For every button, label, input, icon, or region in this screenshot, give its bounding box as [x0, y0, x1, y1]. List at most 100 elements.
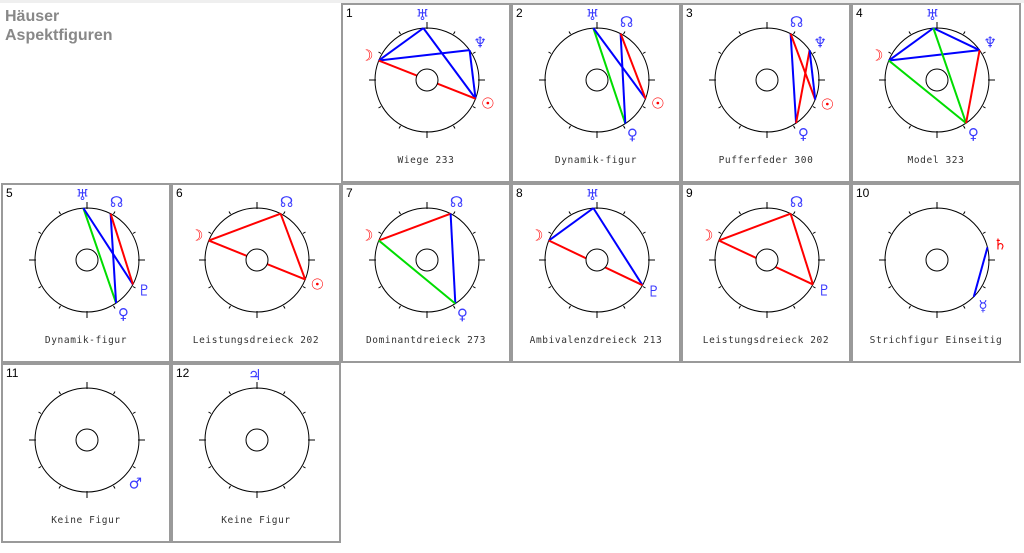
house-tick: [548, 231, 552, 234]
figure-cell-1[interactable]: 1♅♆☽☉Wiege 233: [341, 3, 511, 183]
house-tick: [718, 106, 722, 109]
figure-cell-6[interactable]: 6☊☽☉Leistungsdreieck 202: [171, 183, 341, 363]
figure-number: 7: [346, 186, 353, 200]
inner-circle: [245, 248, 269, 272]
sun-glyph-icon: ☉: [481, 94, 494, 112]
neptune-glyph-icon: ♆: [984, 34, 997, 52]
aspect-line-moon-uranus: [888, 27, 934, 62]
house-tick: [888, 51, 892, 54]
house-tick: [283, 211, 286, 215]
figure-cell-7[interactable]: 7☊☽♀Dominantdreieck 273: [341, 183, 511, 363]
figure-cell-10[interactable]: 10♄☿Strichfigur Einseitig: [851, 183, 1021, 363]
house-tick: [642, 51, 646, 54]
aspect-line-node-venus: [449, 213, 457, 304]
node-glyph-icon: ☊: [620, 13, 633, 31]
house-tick: [113, 305, 116, 309]
moon-glyph-icon: ☽: [870, 47, 883, 65]
aspect-line-neptune-venus: [795, 49, 811, 124]
aspect-wheel: ♃: [199, 366, 315, 498]
house-tick: [738, 211, 741, 215]
figure-label: Model 323: [907, 155, 965, 166]
figure-cell-12[interactable]: 12♃Keine Figur: [171, 363, 341, 543]
aspect-line-uranus-neptune: [932, 27, 981, 52]
house-tick: [982, 106, 986, 109]
node-glyph-icon: ☊: [790, 193, 803, 211]
aspect-line-uranus-venus: [932, 27, 968, 124]
house-tick: [623, 125, 626, 129]
figure-cell-4[interactable]: 4♅♆☽♀Model 323: [851, 3, 1021, 183]
uranus-glyph-icon: ♅: [926, 6, 939, 24]
title-line-aspect-figures: Aspektfiguren: [5, 27, 113, 44]
node-glyph-icon: ☊: [280, 193, 293, 211]
figure-cell-3[interactable]: 3☊♆☉♀Pufferfeder 300: [681, 3, 851, 183]
house-tick: [228, 305, 231, 309]
house-tick: [472, 231, 476, 234]
figure-cell-2[interactable]: 2♅☊☉♀Dynamik-figur: [511, 3, 681, 183]
house-tick: [58, 211, 61, 215]
figure-number: 2: [516, 6, 523, 20]
house-tick: [453, 31, 456, 35]
house-tick: [642, 231, 646, 234]
inner-circle: [245, 428, 269, 452]
moon-glyph-icon: ☽: [700, 227, 713, 245]
aspect-line-node-venus: [619, 33, 627, 124]
aspect-line-node-sun: [619, 33, 647, 99]
inner-circle: [755, 68, 779, 92]
inner-circle: [585, 248, 609, 272]
figure-cell-11[interactable]: 11♂Keine Figur: [1, 363, 171, 543]
figure-label: Dynamik-figur: [554, 155, 638, 166]
house-tick: [963, 31, 966, 35]
aspect-wheel: ♂: [29, 382, 145, 498]
aspect-line-uranus-pluto: [592, 207, 644, 286]
figure-cell-8[interactable]: 8♅☽♇Ambivalenzdreieck 213: [511, 183, 681, 363]
house-tick: [568, 305, 571, 309]
moon-glyph-icon: ☽: [530, 227, 543, 245]
saturn-glyph-icon: ♄: [993, 235, 1006, 253]
figure-number: 3: [686, 6, 693, 20]
house-tick: [472, 106, 476, 109]
inner-circle: [585, 68, 609, 92]
node-glyph-icon: ☊: [790, 13, 803, 31]
sun-glyph-icon: ☉: [311, 275, 324, 293]
house-tick: [302, 466, 306, 469]
house-tick: [548, 106, 552, 109]
house-tick: [398, 31, 401, 35]
house-tick: [738, 305, 741, 309]
page-title: Häuser Aspektfiguren: [5, 7, 113, 45]
aspect-line-moon-neptune: [888, 49, 980, 62]
house-tick: [738, 125, 741, 129]
house-tick: [548, 51, 552, 54]
figure-number: 9: [686, 186, 693, 200]
house-tick: [472, 51, 476, 54]
aspect-line-node-venus: [789, 33, 798, 124]
aspect-wheel: ♄☿: [879, 202, 1007, 318]
aspect-line-node-sun: [279, 213, 307, 280]
aspect-line-neptune-venus: [965, 49, 981, 124]
house-tick: [642, 286, 646, 289]
moon-glyph-icon: ☽: [360, 227, 373, 245]
figure-cell-5[interactable]: 5♅☊♇♀Dynamik-figur: [1, 183, 171, 363]
house-tick: [398, 211, 401, 215]
house-tick: [888, 231, 892, 234]
house-tick: [38, 286, 42, 289]
house-tick: [208, 231, 212, 234]
house-tick: [812, 51, 816, 54]
house-tick: [208, 466, 212, 469]
figure-number: 6: [176, 186, 183, 200]
house-tick: [793, 125, 796, 129]
house-tick: [453, 211, 456, 215]
aspect-line-node-sun: [789, 33, 817, 100]
figure-cell-9[interactable]: 9☊☽♇Leistungsdreieck 202: [681, 183, 851, 363]
house-tick: [113, 211, 116, 215]
figure-label: Leistungsdreieck 202: [702, 335, 830, 346]
house-tick: [908, 305, 911, 309]
top-strip: [0, 0, 1024, 3]
mercury-glyph-icon: ☿: [978, 297, 987, 315]
aspect-line-neptune-sun: [468, 50, 477, 99]
aspect-line-moon-venus: [888, 59, 967, 124]
aspect-line-uranus-venus: [592, 27, 627, 124]
house-tick: [208, 286, 212, 289]
house-tick: [208, 411, 212, 414]
sun-glyph-icon: ☉: [651, 94, 664, 112]
house-tick: [982, 231, 986, 234]
